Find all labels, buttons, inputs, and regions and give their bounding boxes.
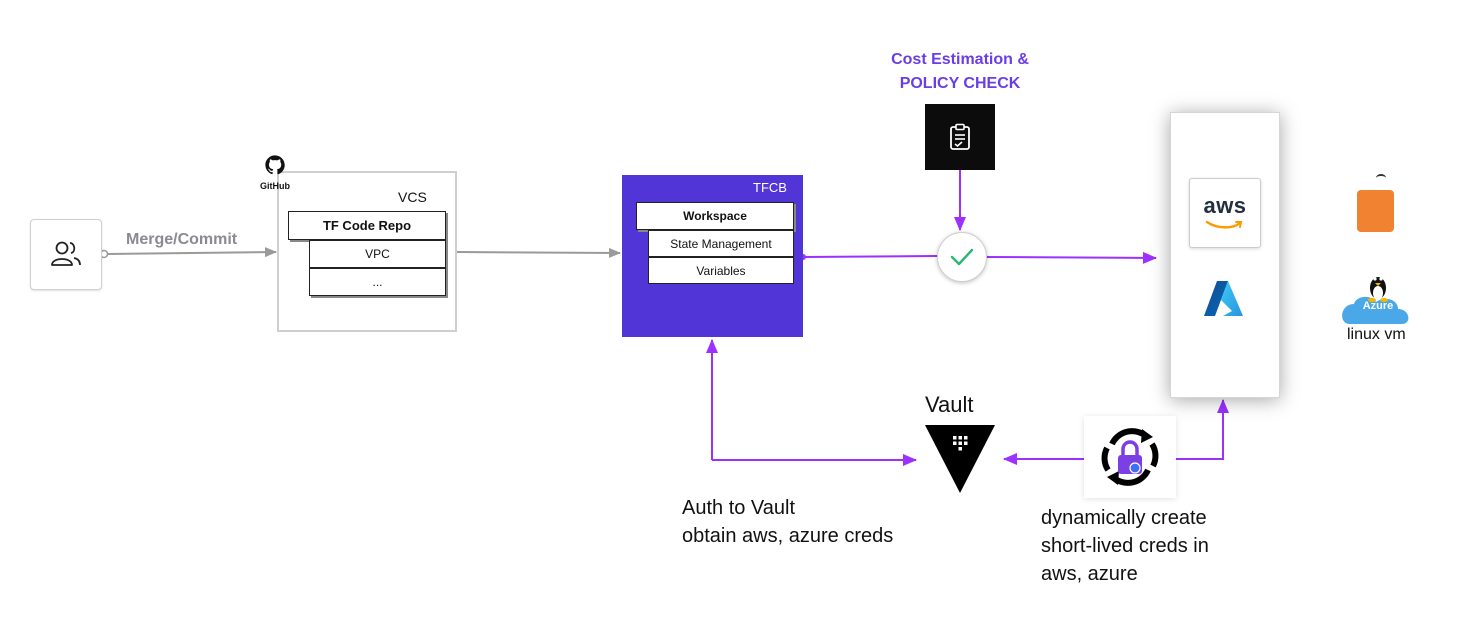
vcs-item-more: ... — [309, 268, 446, 296]
clipboard-check-icon — [950, 123, 970, 150]
linux-vm-label: linux vm — [1347, 326, 1406, 343]
vm-cloud-text: Azure — [1362, 300, 1394, 312]
edge-merge-commit — [99, 247, 277, 259]
vault-auth-line2: obtain aws, azure creds — [682, 525, 894, 547]
dynamic-line2: short-lived creds in — [1041, 535, 1209, 557]
edge-vcs-to-tfcb — [456, 247, 621, 258]
aws-logo: aws — [1203, 193, 1247, 218]
vcs-title: VCS — [398, 189, 427, 205]
edge-tfcb-vault — [706, 339, 917, 466]
edge-dynamic-to-clouds — [1176, 399, 1229, 460]
github-logo: GitHub — [256, 154, 294, 191]
policy-label: Cost Estimation & POLICY CHECK — [880, 48, 1040, 96]
cloud-providers-panel — [1170, 112, 1280, 398]
policy-label-line1: Cost Estimation & — [891, 51, 1029, 68]
azure-linux-vm-icon — [1342, 277, 1409, 324]
dynamic-creds-text: dynamically create short-lived creds in … — [1041, 504, 1209, 588]
policy-node — [925, 104, 995, 170]
users-node — [30, 219, 102, 290]
dynamic-line3: aws, azure — [1041, 563, 1138, 585]
vcs-item-vpc: VPC — [309, 240, 446, 268]
compute-instance-icon — [1357, 190, 1394, 232]
aws-smile-icon — [1205, 220, 1243, 229]
credential-rotation-icon — [1101, 428, 1159, 486]
dynamic-creds-node — [1084, 416, 1176, 498]
tf-code-repo: TF Code Repo — [288, 211, 446, 240]
users-icon — [51, 241, 81, 266]
vault-label: Vault — [925, 392, 974, 417]
dynamic-line1: dynamically create — [1041, 507, 1207, 529]
vault-auth-text: Auth to Vault obtain aws, azure creds — [682, 494, 893, 550]
merge-commit-label: Merge/Commit — [126, 231, 238, 248]
vault-auth-line1: Auth to Vault — [682, 497, 796, 519]
workspace-box: Workspace — [636, 202, 794, 230]
tfcb-item-state-management: State Management — [648, 230, 794, 257]
vault-icon — [925, 425, 995, 493]
resource-connector-mark — [1376, 174, 1386, 182]
tfcb-item-variables: Variables — [648, 257, 794, 284]
github-icon — [265, 155, 285, 175]
tfcb-title: TFCB — [753, 180, 787, 195]
policy-check-node — [937, 232, 987, 282]
github-logo-text: GitHub — [260, 181, 290, 191]
azure-icon — [1204, 281, 1243, 316]
policy-label-line2: POLICY CHECK — [899, 75, 1021, 92]
checkmark-icon — [950, 248, 974, 266]
aws-card: aws — [1189, 178, 1261, 248]
